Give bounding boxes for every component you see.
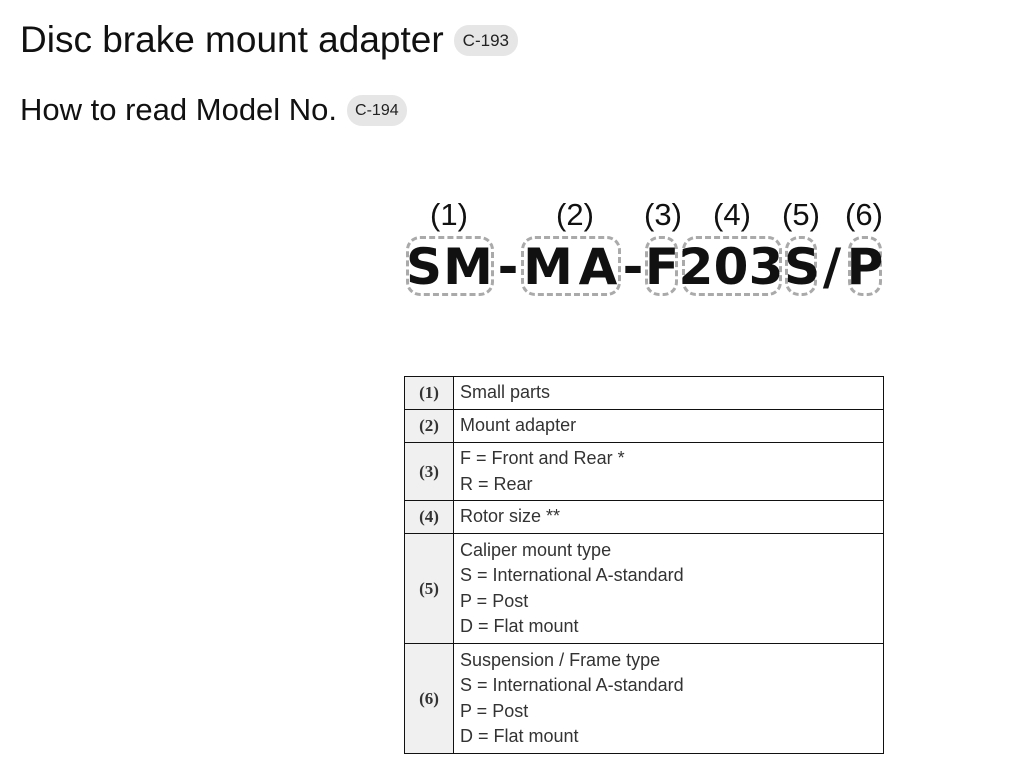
table-row: (1) Small parts xyxy=(404,376,884,410)
model-char: 2 xyxy=(678,238,714,296)
marker-4: (4) xyxy=(713,197,751,232)
marker-1: (1) xyxy=(430,197,468,232)
description-line: D = Flat mount xyxy=(460,726,579,746)
row-description: F = Front and Rear * R = Rear xyxy=(453,442,884,501)
description-line: P = Post xyxy=(460,700,529,721)
model-char: 0 xyxy=(713,238,749,296)
row-key: (5) xyxy=(404,533,454,644)
row-description: Rotor size ** xyxy=(453,500,884,534)
model-char: S xyxy=(405,238,443,296)
group-box-4 xyxy=(682,236,782,296)
model-char: - xyxy=(497,238,519,296)
description-line: Mount adapter xyxy=(460,415,577,436)
table-row: (4) Rotor size ** xyxy=(404,500,884,534)
title-badge[interactable]: C-193 xyxy=(453,24,518,56)
row-description: Mount adapter xyxy=(453,409,884,443)
model-char: M xyxy=(523,238,573,296)
table-row: (5) Caliper mount type S = International… xyxy=(404,533,884,644)
title-row: Disc brake mount adapter C-193 xyxy=(20,16,518,64)
row-key: (4) xyxy=(404,500,454,534)
table-row: (6) Suspension / Frame type S = Internat… xyxy=(404,643,884,754)
model-char: 3 xyxy=(748,238,784,296)
model-char: F xyxy=(644,238,680,296)
model-char: A xyxy=(578,238,618,296)
model-char: - xyxy=(622,238,644,296)
group-box-6 xyxy=(848,236,882,296)
row-key: (1) xyxy=(404,376,454,410)
description-line: S = International A-standard xyxy=(460,565,684,585)
marker-5: (5) xyxy=(782,197,820,232)
description-line: Small parts xyxy=(460,382,551,403)
row-key: (2) xyxy=(404,409,454,443)
model-number-diagram: (1) (2) (3) (4) (5) (6) S M - M A - F 2 … xyxy=(400,196,900,308)
row-description: Caliper mount type S = International A-s… xyxy=(453,533,884,644)
table-row: (3) F = Front and Rear * R = Rear xyxy=(404,442,884,501)
description-line: Suspension / Frame type xyxy=(460,649,661,670)
model-char: M xyxy=(443,238,493,296)
description-line: D = Flat mount xyxy=(460,616,579,636)
description-line: Caliper mount type xyxy=(460,539,612,560)
row-description: Suspension / Frame type S = Internationa… xyxy=(453,643,884,754)
marker-6: (6) xyxy=(845,197,883,232)
marker-2: (2) xyxy=(556,197,594,232)
model-char: S xyxy=(783,238,821,296)
subtitle-row: How to read Model No. C-194 xyxy=(20,88,407,132)
group-box-5 xyxy=(785,236,817,296)
group-box-1 xyxy=(406,236,494,296)
marker-3: (3) xyxy=(644,197,682,232)
model-char: / xyxy=(822,238,842,296)
description-line: S = International A-standard xyxy=(460,675,684,695)
section-title: How to read Model No. xyxy=(20,92,338,127)
description-line: Rotor size ** xyxy=(460,506,561,527)
row-key: (6) xyxy=(404,643,454,754)
page-title: Disc brake mount adapter xyxy=(20,19,444,60)
row-key: (3) xyxy=(404,442,454,501)
table-row: (2) Mount adapter xyxy=(404,409,884,443)
group-box-2 xyxy=(521,236,621,296)
description-line: R = Rear xyxy=(460,473,533,494)
description-line: F = Front and Rear * xyxy=(460,448,625,468)
legend-table: (1) Small parts (2) Mount adapter (3) F … xyxy=(404,376,884,754)
row-description: Small parts xyxy=(453,376,884,410)
model-char: P xyxy=(846,238,884,296)
subtitle-badge[interactable]: C-194 xyxy=(347,94,407,126)
group-box-3 xyxy=(645,236,678,296)
description-line: P = Post xyxy=(460,590,529,611)
